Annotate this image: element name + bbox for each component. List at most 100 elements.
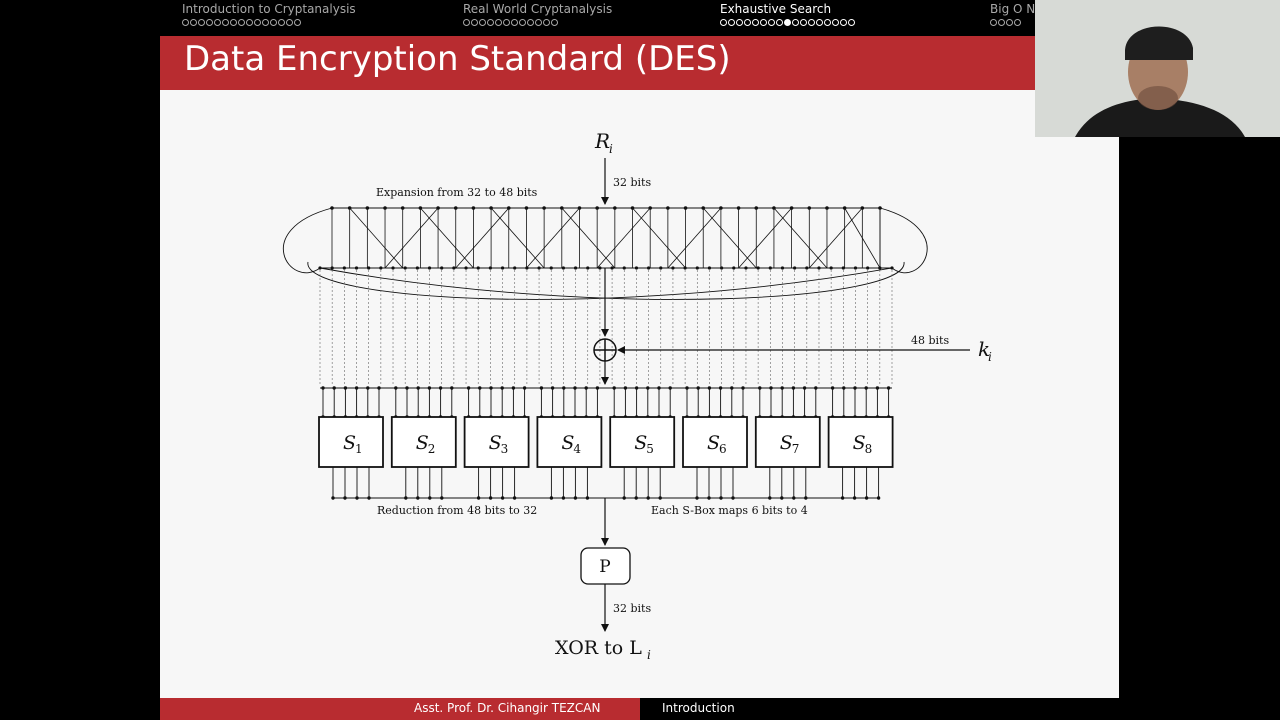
sbox-frame [682, 416, 748, 468]
wire-node [720, 266, 724, 270]
nav-slide-dot[interactable] [728, 19, 735, 26]
nav-slide-dot[interactable] [519, 19, 526, 26]
nav-slide-dot[interactable] [792, 19, 799, 26]
wire-node [864, 386, 868, 390]
nav-slide-dot[interactable] [840, 19, 847, 26]
wire-node [685, 386, 689, 390]
nav-slide-dot[interactable] [848, 19, 855, 26]
nav-section-intro[interactable]: Introduction to Cryptanalysis [182, 2, 356, 29]
nav-slide-dot[interactable] [800, 19, 807, 26]
page-title: Data Encryption Standard (DES) [184, 39, 731, 79]
nav-slide-dot[interactable] [182, 19, 189, 26]
nav-slide-dot[interactable] [190, 19, 197, 26]
sbox-frame [827, 416, 894, 468]
wire-node [666, 206, 670, 210]
nav-slide-dot[interactable] [543, 19, 550, 26]
sbox-label: S [343, 432, 356, 454]
wire-node [450, 386, 454, 390]
sbox-frame [318, 416, 384, 468]
nav-section-big-o[interactable]: Big O N [990, 2, 1035, 29]
nav-slide-dot[interactable] [238, 19, 245, 26]
input-subscript: i [609, 142, 613, 156]
wire-node [584, 386, 588, 390]
nav-slide-dot[interactable] [254, 19, 261, 26]
nav-slide-dot[interactable] [503, 19, 510, 26]
nav-slide-dot[interactable] [551, 19, 558, 26]
wire-node [814, 386, 818, 390]
nav-slide-dot[interactable] [206, 19, 213, 26]
wire-node [354, 386, 359, 390]
nav-slide-dot[interactable] [736, 19, 743, 26]
nav-slide-dot[interactable] [752, 19, 759, 26]
expansion-cross-wire [667, 207, 722, 269]
wrap-curve-lower [307, 261, 893, 300]
expansion-cross-wire [596, 207, 651, 269]
nav-slide-dot[interactable] [230, 19, 237, 26]
sbox-label: S [561, 432, 574, 454]
expansion-label: Expansion from 32 to 48 bits [376, 186, 538, 199]
wire-node [488, 266, 492, 270]
nav-slide-dot[interactable] [495, 19, 502, 26]
nav-slide-dot[interactable] [198, 19, 205, 26]
wire-node [377, 386, 381, 390]
nav-slide-dot[interactable] [768, 19, 775, 26]
expansion-cross-wire [702, 207, 757, 269]
nav-slide-dot[interactable] [1014, 19, 1021, 26]
nav-slide-dot[interactable] [1006, 19, 1013, 26]
wire-node [732, 266, 736, 270]
expansion-cross-wire [773, 207, 828, 269]
nav-slide-dot[interactable] [990, 19, 997, 26]
wire-node [537, 266, 541, 270]
wire-node [829, 266, 833, 270]
expansion-cross-wire [420, 207, 474, 269]
nav-slide-dot[interactable] [784, 19, 791, 26]
sbox-2: S2 [390, 386, 457, 500]
nav-slide-dot[interactable] [262, 19, 269, 26]
wire-node [595, 206, 599, 210]
nav-slide-dot[interactable] [278, 19, 285, 26]
nav-slide-dot[interactable] [471, 19, 478, 26]
nav-slide-dot[interactable] [214, 19, 221, 26]
sbox-frame [536, 416, 603, 468]
wire-node [730, 386, 734, 390]
wire-node [598, 266, 602, 270]
nav-slide-dot[interactable] [246, 19, 253, 26]
nav-slide-dot[interactable] [535, 19, 542, 26]
sbox-label: S [489, 432, 502, 454]
wire-node [754, 206, 759, 210]
nav-slide-dot[interactable] [832, 19, 839, 26]
nav-slide-dot[interactable] [479, 19, 486, 26]
nav-slide-dot[interactable] [511, 19, 518, 26]
wire-node [683, 206, 688, 210]
nav-slide-dot[interactable] [222, 19, 229, 26]
webcam-video [1035, 0, 1280, 137]
nav-section-title: Big O N [990, 2, 1036, 16]
nav-dots [463, 19, 612, 29]
nav-section-exhaustive-search[interactable]: Exhaustive Search [720, 2, 855, 29]
nav-slide-dot[interactable] [527, 19, 534, 26]
nav-slide-dot[interactable] [294, 19, 301, 26]
nav-section-real-world[interactable]: Real World Cryptanalysis [463, 2, 612, 29]
wire-node [478, 386, 482, 390]
nav-slide-dot[interactable] [824, 19, 831, 26]
sbox-subscript: 4 [573, 442, 581, 456]
wire-node [383, 206, 387, 210]
wire-node [886, 386, 891, 390]
nav-slide-dot[interactable] [776, 19, 783, 26]
nav-slide-dot[interactable] [286, 19, 293, 26]
nav-slide-dot[interactable] [720, 19, 727, 26]
nav-slide-dot[interactable] [487, 19, 494, 26]
nav-slide-dot[interactable] [998, 19, 1005, 26]
nav-slide-dot[interactable] [463, 19, 470, 26]
wire-node [805, 266, 809, 270]
sbox-label: S [416, 432, 429, 454]
wire-node [511, 386, 516, 390]
wire-node [586, 266, 590, 270]
nav-slide-dot[interactable] [744, 19, 751, 26]
nav-slide-dot[interactable] [816, 19, 823, 26]
nav-slide-dot[interactable] [808, 19, 815, 26]
nav-slide-dot[interactable] [760, 19, 767, 26]
nav-slide-dot[interactable] [270, 19, 277, 26]
wire-node [657, 386, 661, 390]
